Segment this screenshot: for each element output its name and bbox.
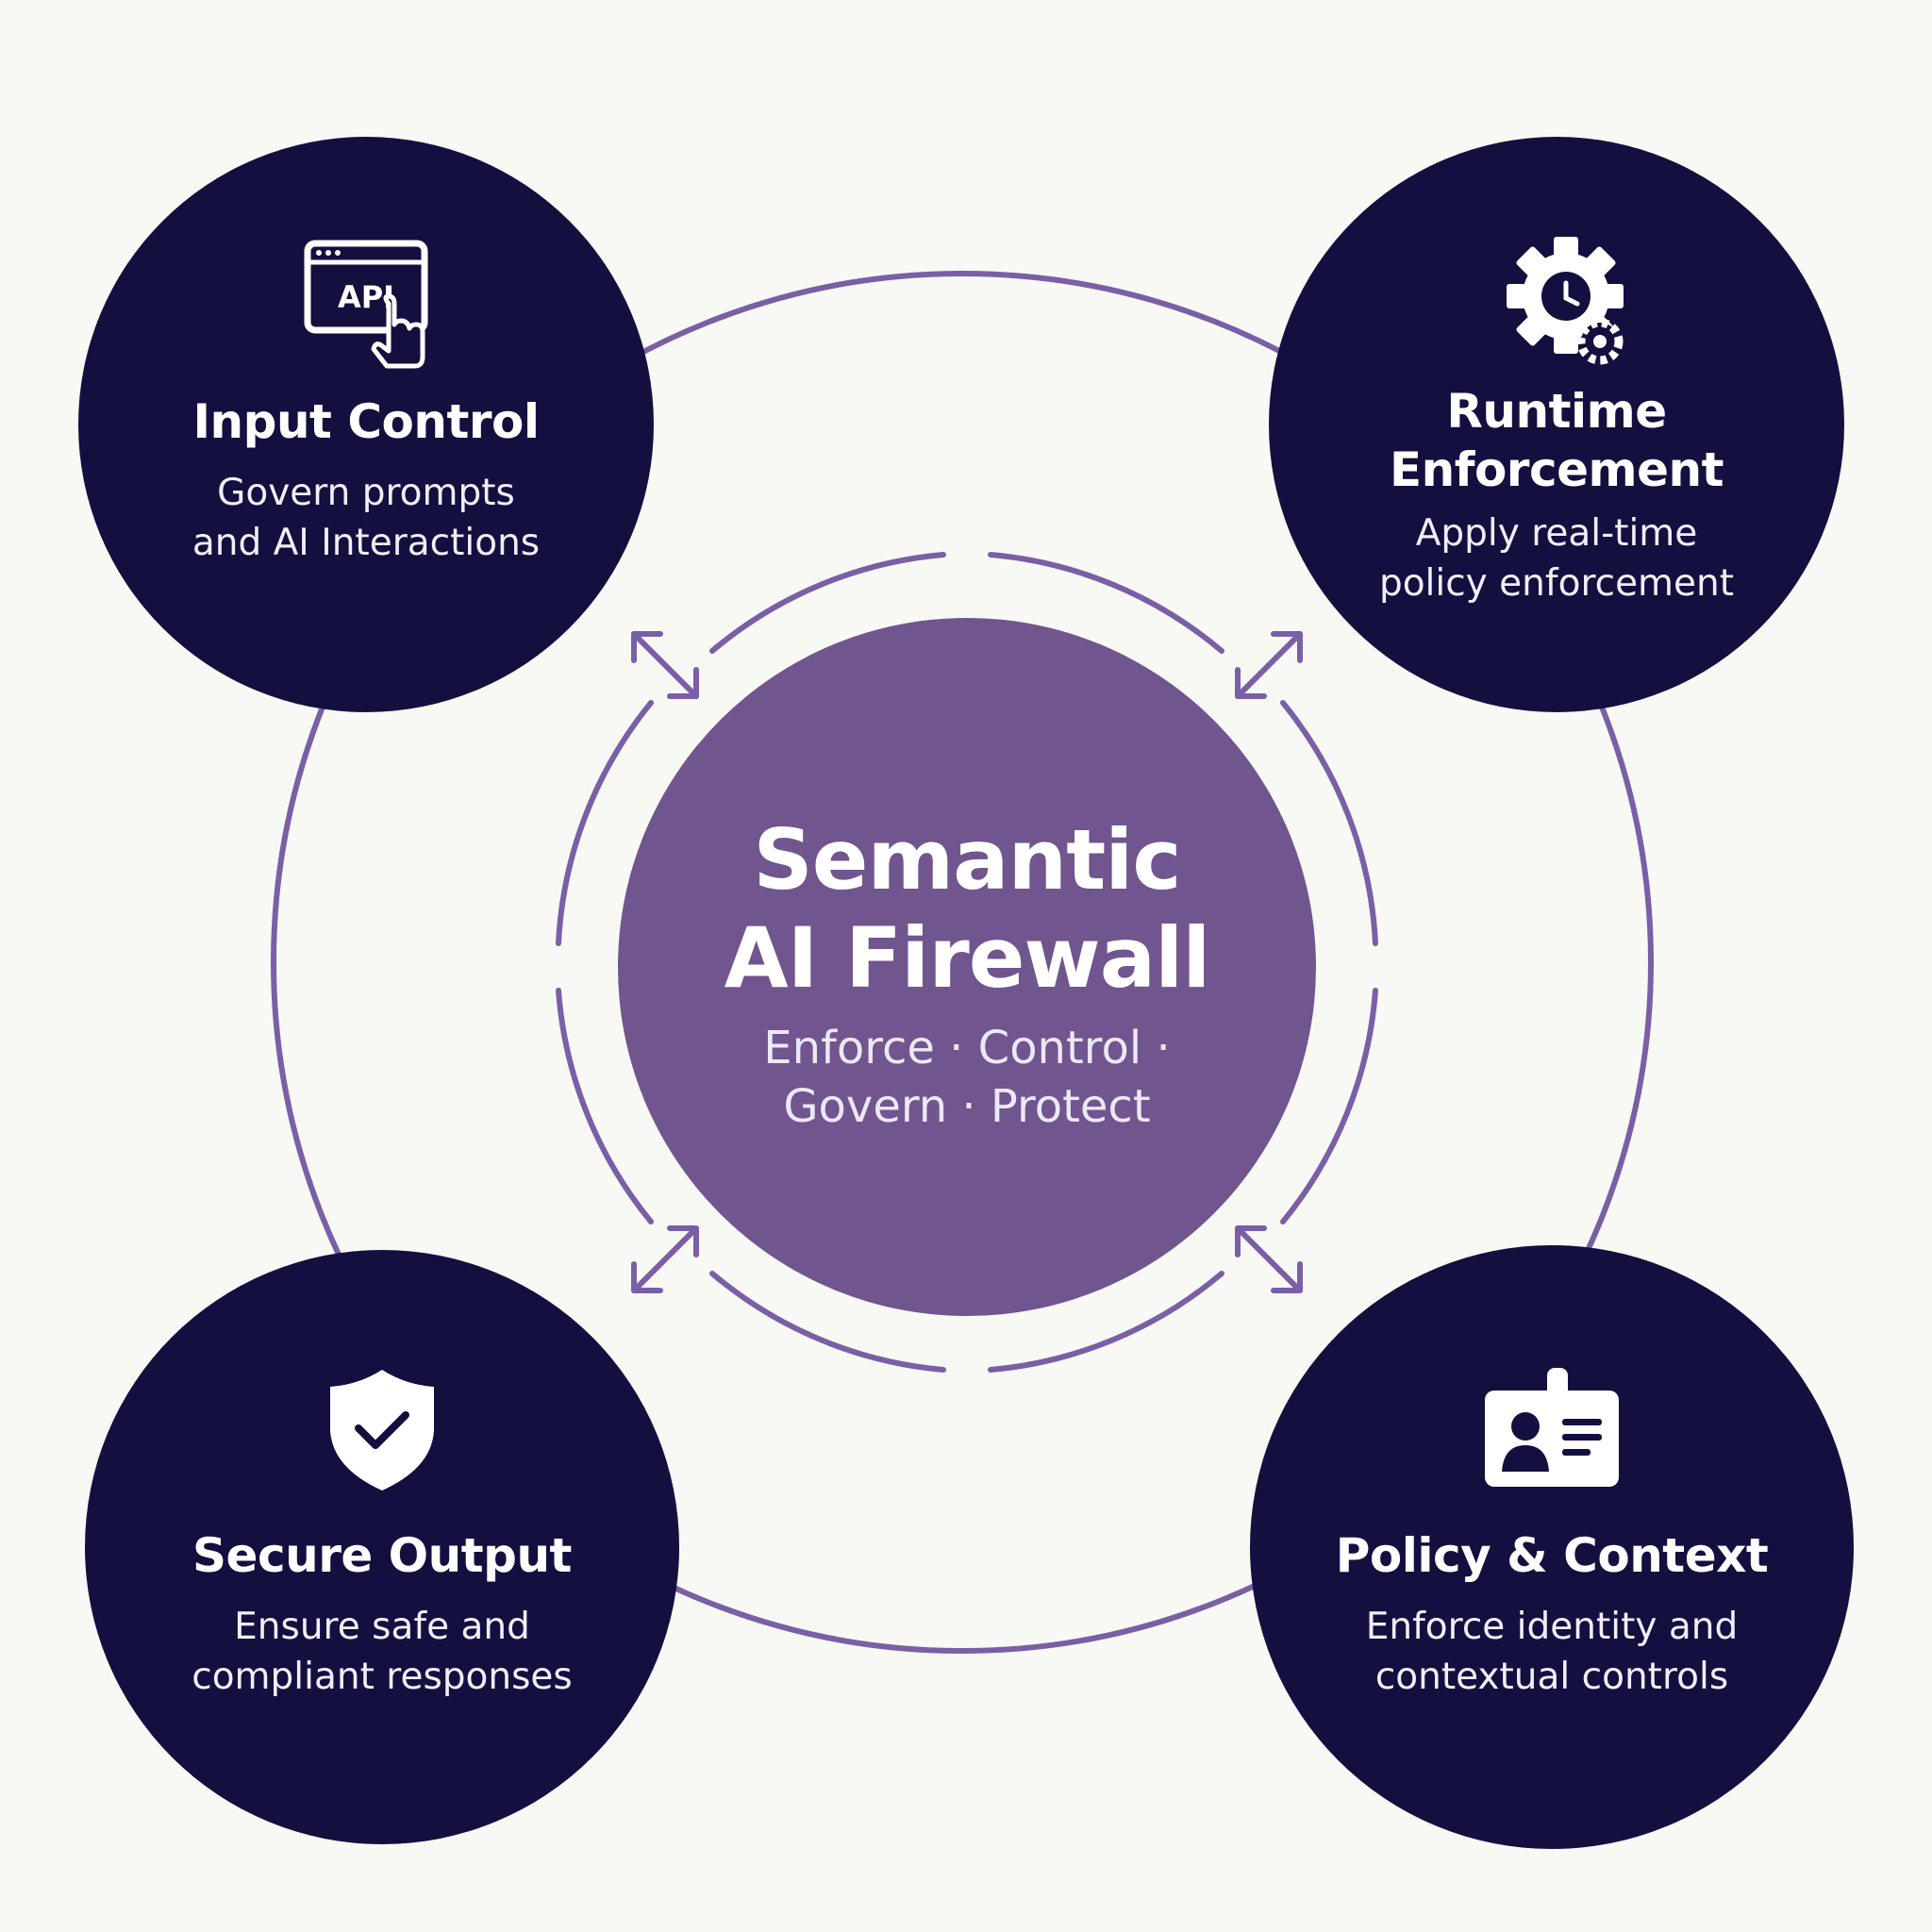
arrow-top-left bbox=[631, 631, 699, 699]
api-click-icon: API bbox=[304, 240, 428, 369]
inner-arc-right-lower bbox=[1280, 988, 1378, 1224]
title-line: Runtime bbox=[1446, 384, 1667, 439]
description-line: Govern prompts bbox=[217, 472, 515, 514]
shield-check-icon bbox=[330, 1370, 434, 1491]
gear-clock-icon bbox=[1507, 237, 1624, 365]
node-runtime-enforcement: Runtime Enforcement Apply real-time poli… bbox=[1340, 382, 1774, 608]
center-title-line: AI Firewall bbox=[724, 909, 1211, 1007]
title-line: Enforcement bbox=[1389, 442, 1724, 497]
arrows bbox=[631, 631, 1303, 1293]
node-description: Enforce identity and contextual controls bbox=[1316, 1602, 1788, 1702]
description-line: and AI Interactions bbox=[192, 522, 541, 564]
node-circle-secure-output bbox=[85, 1250, 679, 1844]
description-line: Apply real-time bbox=[1415, 512, 1698, 555]
outer-ring bbox=[271, 271, 1654, 1654]
node-title: Input Control bbox=[192, 394, 540, 449]
inner-arc-top-right bbox=[988, 552, 1224, 654]
node-title: Secure Output bbox=[192, 1528, 572, 1583]
description-line: compliant responses bbox=[192, 1656, 573, 1698]
center-label: Semantic AI Firewall Enforce · Control ·… bbox=[623, 811, 1311, 1136]
center-subtitle: Enforce · Control · Govern · Protect bbox=[623, 1019, 1311, 1136]
node-title: Policy & Context bbox=[1335, 1528, 1769, 1583]
center-circle bbox=[618, 618, 1316, 1316]
center-title: Semantic AI Firewall bbox=[623, 811, 1311, 1008]
node-description: Apply real-time policy enforcement bbox=[1340, 508, 1774, 608]
node-input-control: Input Control Govern prompts and AI Inte… bbox=[158, 392, 574, 568]
node-secure-output: Secure Output Ensure safe and compliant … bbox=[160, 1526, 604, 1702]
description-line: policy enforcement bbox=[1378, 562, 1735, 605]
center-title-line: Semantic bbox=[753, 811, 1181, 908]
node-description: Ensure safe and compliant responses bbox=[160, 1602, 604, 1702]
inner-arc-left-lower bbox=[556, 988, 654, 1224]
arrow-top-right bbox=[1235, 631, 1303, 699]
node-circle-policy-context bbox=[1250, 1245, 1854, 1849]
description-line: contextual controls bbox=[1374, 1656, 1729, 1698]
arrow-bottom-left bbox=[631, 1225, 699, 1293]
description-line: Enforce identity and bbox=[1365, 1606, 1739, 1648]
node-policy-context: Policy & Context Enforce identity and co… bbox=[1316, 1526, 1788, 1702]
id-badge-icon bbox=[1485, 1368, 1619, 1487]
node-circle-input-control bbox=[78, 137, 654, 712]
inner-ring bbox=[556, 552, 1378, 1373]
node-description: Govern prompts and AI Interactions bbox=[158, 468, 574, 568]
inner-arc-right-upper bbox=[1280, 700, 1378, 946]
arrow-bottom-right bbox=[1235, 1225, 1303, 1293]
center-subtitle-line: Enforce · Control · bbox=[763, 1022, 1171, 1074]
inner-arc-top-left bbox=[709, 552, 946, 654]
inner-arc-left-upper bbox=[556, 700, 654, 946]
node-title: Runtime Enforcement bbox=[1340, 382, 1774, 499]
center-subtitle-line: Govern · Protect bbox=[783, 1080, 1151, 1133]
description-line: Ensure safe and bbox=[234, 1606, 530, 1648]
inner-arc-bottom-right bbox=[988, 1271, 1224, 1373]
node-circle-runtime-enforcement bbox=[1269, 137, 1844, 712]
inner-arc-bottom-left bbox=[709, 1271, 946, 1373]
